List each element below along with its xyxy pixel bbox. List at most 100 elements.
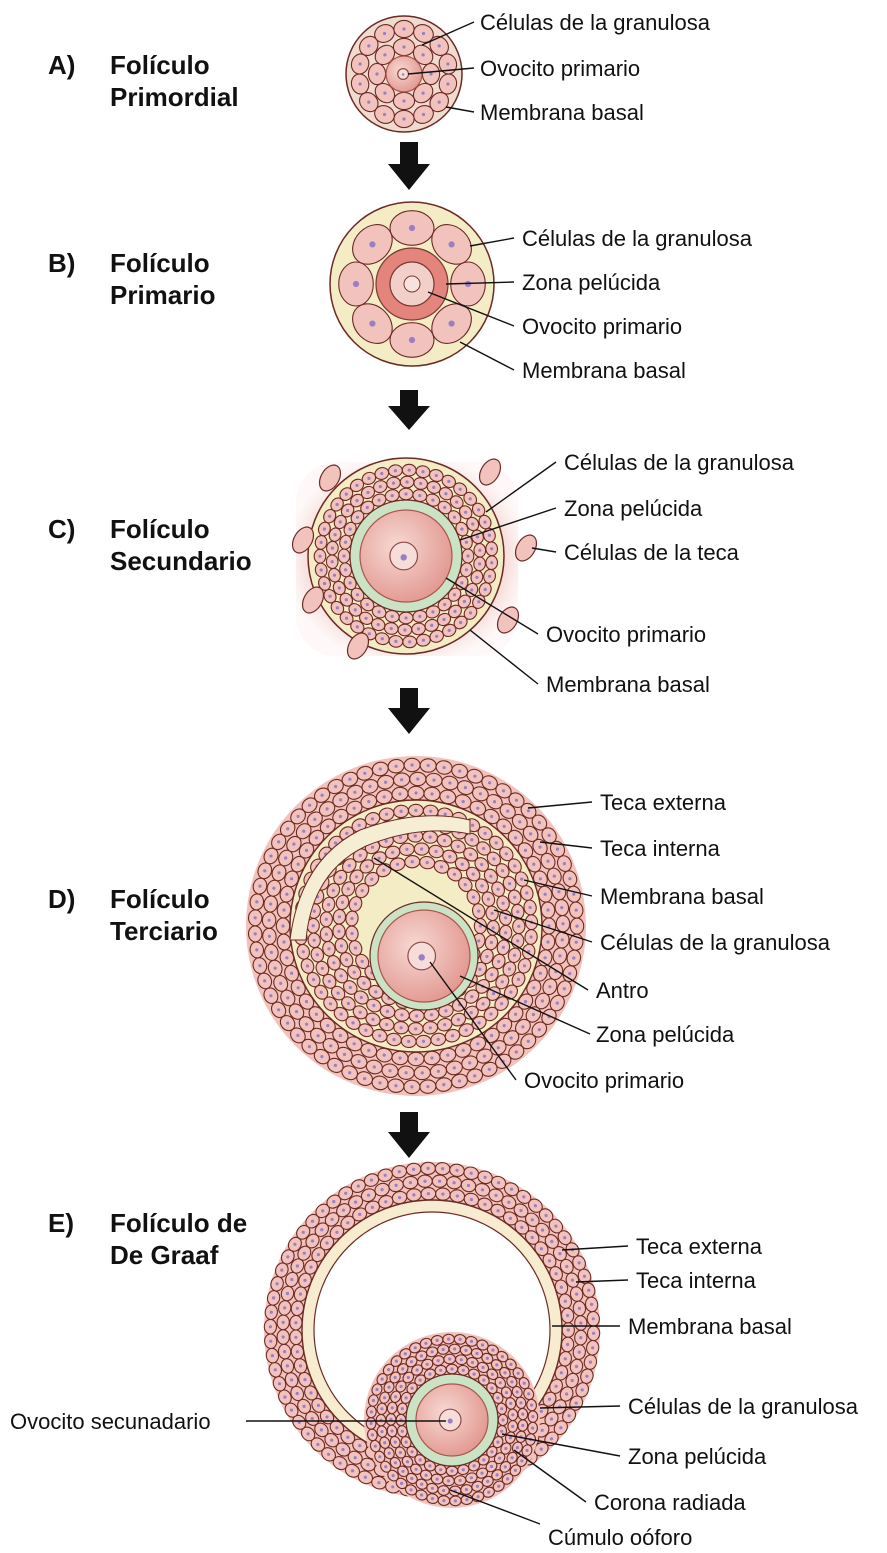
- cell-nucleus: [318, 555, 321, 558]
- cell-nucleus: [337, 930, 340, 933]
- cell-nucleus: [412, 1168, 415, 1171]
- cell-nucleus: [263, 869, 266, 872]
- cell-nucleus: [405, 1441, 408, 1444]
- label-basal-membrane: Membrana basal: [546, 672, 710, 697]
- cell-nucleus: [446, 795, 449, 798]
- cell-nucleus: [463, 600, 466, 603]
- cell-nucleus: [286, 1364, 289, 1367]
- cell-nucleus: [378, 1034, 381, 1037]
- cell-nucleus: [387, 1368, 390, 1371]
- cell-nucleus: [401, 1407, 404, 1410]
- cell-nucleus: [465, 568, 468, 571]
- cell-nucleus: [449, 321, 455, 327]
- cell-nucleus: [415, 1014, 418, 1017]
- cell-nucleus: [472, 896, 475, 899]
- cell-nucleus: [529, 832, 532, 835]
- cell-nucleus: [548, 1398, 551, 1401]
- cell-nucleus: [483, 1055, 486, 1058]
- cell-nucleus: [448, 781, 451, 784]
- cell-nucleus: [290, 972, 293, 975]
- cell-nucleus: [438, 1180, 441, 1183]
- cell-nucleus: [371, 1206, 374, 1209]
- cell-nucleus: [557, 890, 560, 893]
- cell-nucleus: [354, 946, 357, 949]
- cell-nucleus: [414, 1057, 417, 1060]
- cell-nucleus: [563, 987, 566, 990]
- cell-nucleus: [400, 778, 403, 781]
- cell-nucleus: [429, 72, 432, 75]
- cell-nucleus: [432, 486, 435, 489]
- cell-nucleus: [531, 1415, 534, 1418]
- cell-nucleus: [540, 1247, 543, 1250]
- cell-nucleus: [556, 848, 559, 851]
- cell-nucleus: [360, 996, 363, 999]
- cell-nucleus: [420, 1483, 423, 1486]
- stage-d-name-line1: Folículo: [110, 884, 210, 914]
- cell-nucleus: [326, 1024, 329, 1027]
- cell-nucleus: [416, 1368, 419, 1371]
- cell-nucleus: [550, 1240, 553, 1243]
- cell-nucleus: [571, 1379, 574, 1382]
- cell-nucleus: [431, 499, 434, 502]
- cell-nucleus: [323, 582, 326, 585]
- cell-nucleus: [521, 1413, 524, 1416]
- cell-nucleus: [502, 946, 505, 949]
- cell-nucleus: [345, 493, 348, 496]
- stage-d-letter: D): [48, 884, 75, 914]
- cell-nucleus: [293, 1243, 296, 1246]
- cell-nucleus: [370, 1179, 373, 1182]
- cell-nucleus: [383, 1441, 386, 1444]
- cell-nucleus: [331, 547, 334, 550]
- cell-nucleus: [503, 1024, 506, 1027]
- cell-nucleus: [418, 615, 421, 618]
- cell-nucleus: [270, 951, 273, 954]
- cell-nucleus: [575, 941, 578, 944]
- cell-nucleus: [420, 1354, 423, 1357]
- cell-nucleus: [411, 1450, 414, 1453]
- cell-nucleus: [555, 1272, 558, 1275]
- cell-nucleus: [406, 1460, 409, 1463]
- cell-nucleus: [438, 101, 441, 104]
- cell-nucleus: [331, 1218, 334, 1221]
- cell-nucleus: [320, 568, 323, 571]
- cell-nucleus: [538, 846, 541, 849]
- cell-nucleus: [546, 940, 549, 943]
- cell-nucleus: [296, 1392, 299, 1395]
- cell-nucleus: [380, 1407, 383, 1410]
- cell-nucleus: [379, 485, 382, 488]
- cell-nucleus: [317, 1404, 320, 1407]
- cell-nucleus: [349, 528, 352, 531]
- cell-nucleus: [354, 1201, 357, 1204]
- cell-nucleus: [356, 625, 359, 628]
- cell-nucleus: [520, 1226, 523, 1229]
- down-arrow-icon: [388, 390, 430, 430]
- cell-nucleus: [443, 603, 446, 606]
- cell-nucleus: [394, 1395, 397, 1398]
- cell-nucleus: [339, 815, 342, 818]
- cell-nucleus: [469, 611, 472, 614]
- cell-nucleus: [441, 1193, 444, 1196]
- cell-nucleus: [453, 873, 456, 876]
- cell-nucleus: [305, 849, 308, 852]
- cell-nucleus: [497, 960, 500, 963]
- cell-nucleus: [470, 995, 473, 998]
- cell-nucleus: [337, 992, 340, 995]
- cell-nucleus: [326, 807, 329, 810]
- cell-nucleus: [363, 1077, 366, 1080]
- cell-nucleus: [424, 1342, 427, 1345]
- cell-nucleus: [431, 1497, 434, 1500]
- cell-nucleus: [430, 792, 433, 795]
- cell-nucleus: [449, 241, 455, 247]
- cell-nucleus: [473, 1464, 476, 1467]
- cell-nucleus: [339, 876, 342, 879]
- cell-nucleus: [523, 964, 526, 967]
- cell-nucleus: [399, 836, 402, 839]
- cell-nucleus: [290, 1278, 293, 1281]
- cell-nucleus: [312, 978, 315, 981]
- cell-nucleus: [465, 541, 468, 544]
- cell-nucleus: [470, 1011, 473, 1014]
- cell-nucleus: [531, 1427, 534, 1430]
- cell-nucleus: [521, 1424, 524, 1427]
- cell-nucleus: [347, 1002, 350, 1005]
- cell-nucleus: [367, 800, 370, 803]
